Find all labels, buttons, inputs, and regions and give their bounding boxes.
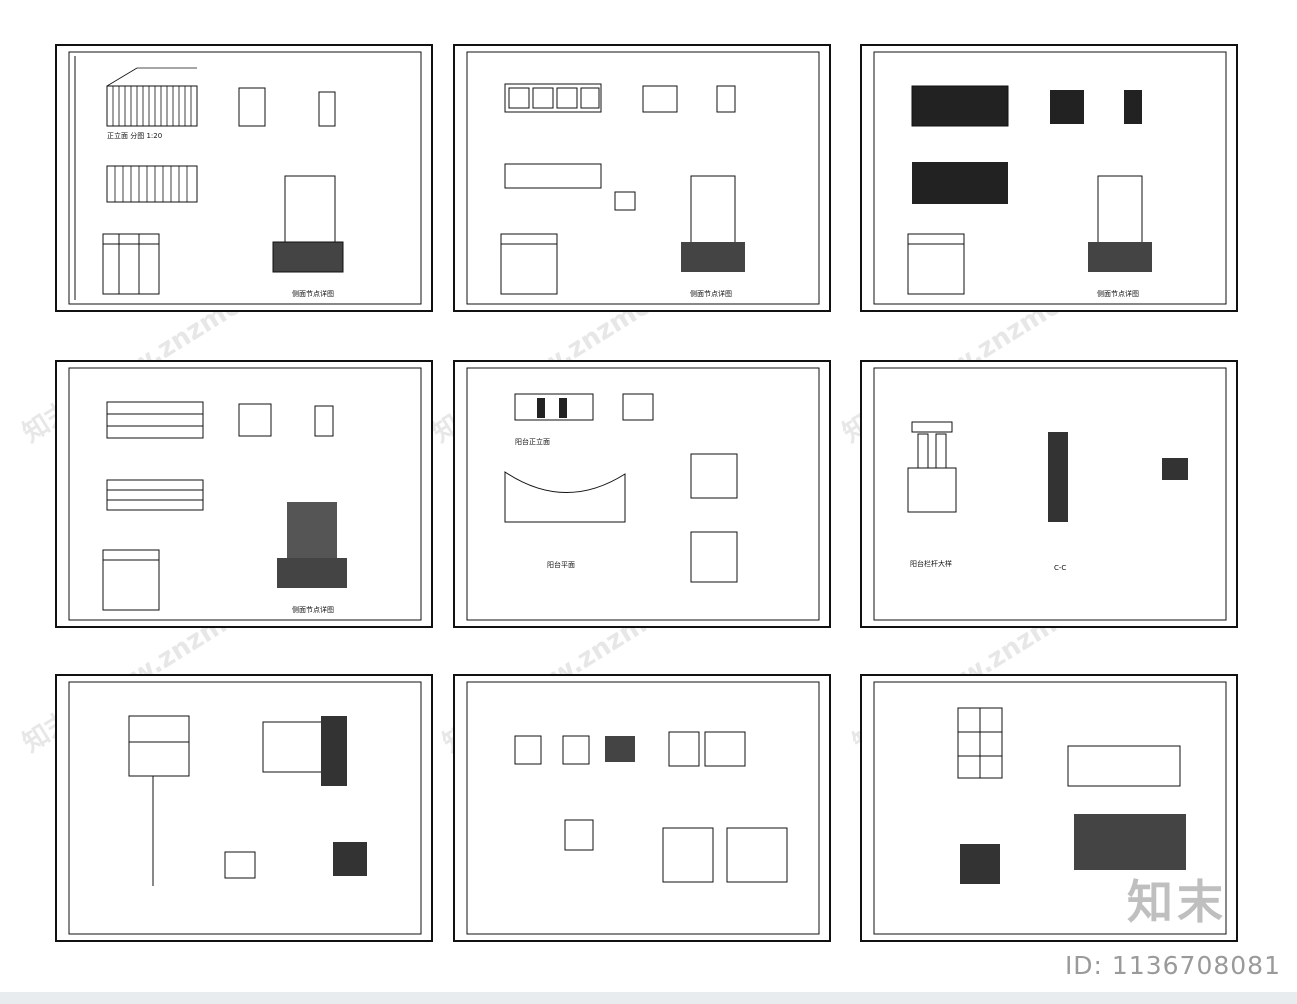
sheet-9-drawing	[873, 681, 1227, 935]
sheet-2-drawing: 侧面节点详图	[466, 51, 820, 305]
sheet-title: 侧面节点详图	[1097, 289, 1139, 298]
sheet-title: 阳台平面	[547, 560, 575, 569]
sheet-7-drawing	[68, 681, 422, 935]
drawing-sheet-6[interactable]: 阳台栏杆大样 C-C	[860, 360, 1238, 628]
drawing-sheet-3[interactable]: 侧面节点详图	[860, 44, 1238, 312]
sheet-label: C-C	[1054, 564, 1066, 572]
sheet-label: 阳台正立面	[515, 437, 550, 446]
sheet-8-drawing	[466, 681, 820, 935]
sheet-5-drawing: 阳台正立面 阳台平面	[466, 367, 820, 621]
logo: 知末	[1127, 875, 1227, 929]
drawing-sheet-1[interactable]: 正立面 分图 1:20 侧面节点详图	[55, 44, 433, 312]
sheet-title: 阳台栏杆大样	[910, 559, 952, 568]
sheet-label: 正立面 分图 1:20	[107, 131, 162, 140]
sheet-title: 侧面节点详图	[292, 605, 334, 614]
drawing-sheet-9[interactable]	[860, 674, 1238, 942]
sheet-1-drawing: 正立面 分图 1:20 侧面节点详图	[68, 51, 422, 305]
footer-bar	[0, 992, 1297, 1004]
sheet-title: 侧面节点详图	[690, 289, 732, 298]
drawing-sheet-5[interactable]: 阳台正立面 阳台平面	[453, 360, 831, 628]
sheet-6-drawing: 阳台栏杆大样 C-C	[873, 367, 1227, 621]
drawing-sheet-8[interactable]	[453, 674, 831, 942]
id-label: ID: 1136708081	[1064, 951, 1281, 980]
sheet-3-drawing: 侧面节点详图	[873, 51, 1227, 305]
drawing-sheet-4[interactable]: 侧面节点详图	[55, 360, 433, 628]
sheet-title: 侧面节点详图	[292, 289, 334, 298]
drawing-sheet-2[interactable]: 侧面节点详图	[453, 44, 831, 312]
drawing-sheet-7[interactable]	[55, 674, 433, 942]
sheet-4-drawing: 侧面节点详图	[68, 367, 422, 621]
